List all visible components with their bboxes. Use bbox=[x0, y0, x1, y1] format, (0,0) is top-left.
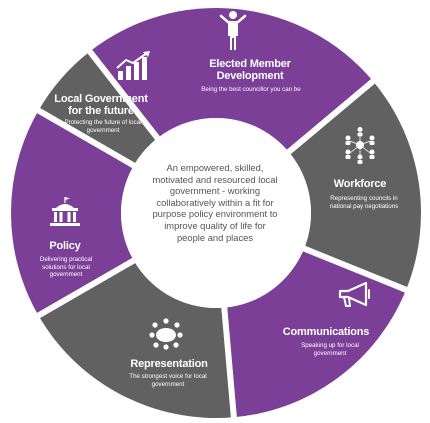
segment-title-local-government-future: Local Government for the future bbox=[54, 93, 148, 117]
government-building-icon bbox=[50, 197, 80, 226]
segment-title-policy: Policy bbox=[49, 240, 81, 252]
segment-policy bbox=[10, 110, 134, 316]
person-icon bbox=[219, 11, 247, 50]
segment-representation bbox=[38, 260, 234, 418]
segment-title-workforce: Workforce bbox=[333, 178, 387, 190]
segment-elected-member-development bbox=[89, 7, 374, 152]
segment-subtitle-communications: Speaking up for local government bbox=[301, 342, 359, 357]
segment-title-representation: Representation bbox=[130, 358, 208, 370]
segment-divider bbox=[86, 48, 162, 142]
segment-title-elected-member-development: Elected Member Development bbox=[209, 58, 291, 82]
meeting-table-icon bbox=[149, 318, 183, 350]
segment-title-communications: Communications bbox=[282, 326, 370, 338]
segment-divider bbox=[285, 77, 377, 156]
segment-workforce bbox=[288, 81, 421, 290]
center-circle bbox=[121, 118, 311, 308]
segment-divider bbox=[35, 256, 137, 320]
segment-subtitle-elected-member-development: Being the best councillor you can be bbox=[201, 86, 301, 93]
segment-subtitle-workforce: Representing councils in national pay ne… bbox=[329, 195, 399, 210]
growth-chart-icon bbox=[116, 51, 150, 80]
megaphone-icon bbox=[338, 281, 370, 307]
segment-divider bbox=[221, 305, 238, 420]
segment-local-government-future bbox=[38, 51, 158, 166]
segment-subtitle-local-government-future: Protecting the future of local governmen… bbox=[64, 119, 142, 134]
center-mission-statement: An empowered, skilled, motivated and res… bbox=[152, 162, 278, 243]
segment-communications bbox=[224, 248, 407, 418]
people-network-icon bbox=[345, 127, 375, 164]
segment-subtitle-policy: Delivering practical solutions for local… bbox=[39, 256, 93, 278]
segment-subtitle-representation: The strongest voice for local government bbox=[129, 373, 207, 388]
segment-divider bbox=[301, 245, 410, 294]
segment-divider bbox=[35, 106, 137, 170]
